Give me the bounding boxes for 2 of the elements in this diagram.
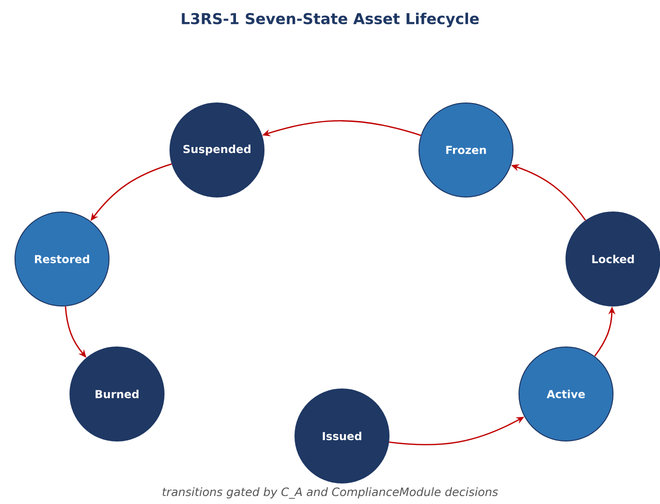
caption: transitions gated by C_A and ComplianceModule decisions: [162, 487, 498, 499]
title: L3RS-1 Seven-State Asset Lifecycle: [182, 12, 479, 28]
